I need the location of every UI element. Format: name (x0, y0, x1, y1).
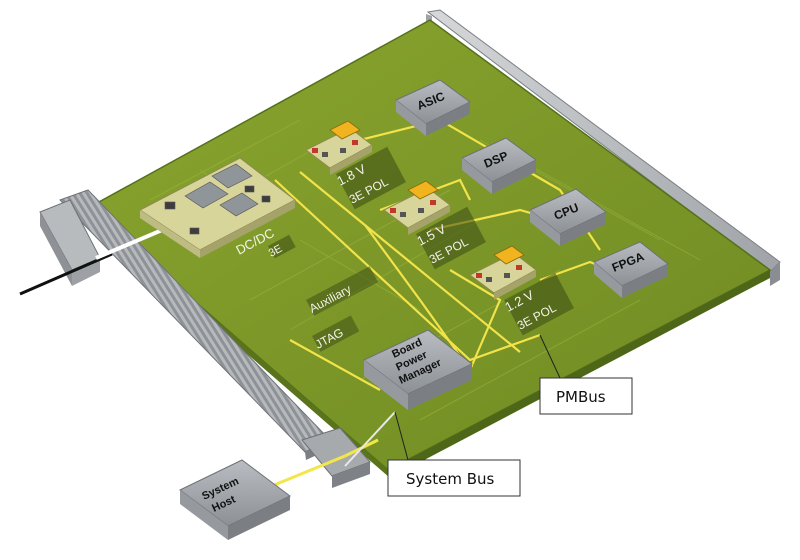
dcdc-tag-box (268, 234, 296, 259)
dcdc-module: DC/DC 3E (139, 157, 296, 260)
pol-1-8v-tag-box (336, 146, 406, 210)
pol-1-2v-tag-box (504, 272, 574, 336)
system-bus-label: System Bus (406, 470, 495, 488)
system-host-chip: System Host (179, 459, 291, 540)
dcdc-tag-label: 3E (267, 243, 285, 260)
dsp-chip: DSP (461, 137, 537, 194)
pol-1-2v-module: 1.2 V 3E POL (469, 245, 574, 336)
asic-chip: ASIC (395, 79, 471, 136)
fpga-chip: FPGA (593, 241, 669, 298)
backplane-connector (39, 189, 371, 488)
board-power-manager-chip: Board Power Manager (363, 329, 473, 410)
pmbus-label: PMBus (556, 388, 606, 406)
pol-1-5v-tag-box (416, 206, 486, 270)
cpu-chip: CPU (529, 188, 607, 246)
pol-1-8v-module: 1.8 V 3E POL (305, 120, 406, 210)
system-host-link (261, 411, 396, 492)
pmbus-callout: PMBus (539, 334, 633, 415)
system-bus-callout: System Bus (387, 411, 521, 497)
